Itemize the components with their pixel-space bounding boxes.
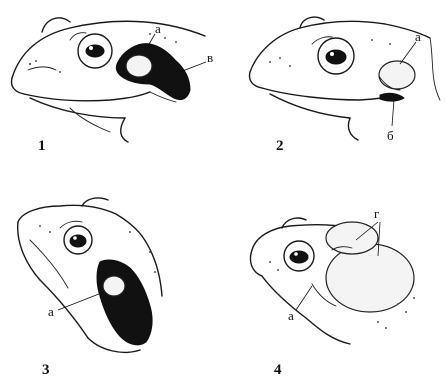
panel-number-1: 1 bbox=[38, 138, 46, 154]
leader-line-v-1 bbox=[180, 62, 206, 72]
panel-number-3: 3 bbox=[42, 362, 50, 378]
frog-head-drawing-4 bbox=[250, 218, 415, 344]
leader-line-a-2 bbox=[400, 42, 416, 64]
label-a-2: а bbox=[415, 29, 421, 44]
label-a-3: а bbox=[48, 304, 54, 319]
label-v-1: в bbox=[207, 50, 213, 65]
leader-line-a-3 bbox=[58, 292, 104, 310]
leader-line-a-4 bbox=[296, 286, 312, 310]
label-a-4: а bbox=[288, 308, 294, 323]
label-b-2: б bbox=[387, 128, 394, 143]
frog-head-drawing-2 bbox=[250, 17, 441, 140]
leader-line-b-2 bbox=[392, 100, 394, 126]
panel-3: а 3 bbox=[18, 198, 162, 378]
panel-1: а в 1 bbox=[12, 18, 214, 154]
panel-2: а б 2 bbox=[250, 17, 441, 154]
panel-number-4: 4 bbox=[274, 362, 282, 378]
panel-4: г а 4 bbox=[250, 206, 415, 378]
frog-head-drawing-1 bbox=[12, 18, 206, 142]
label-a-1: а bbox=[155, 21, 161, 36]
label-g-4: г bbox=[374, 206, 379, 221]
panel-number-2: 2 bbox=[276, 138, 284, 154]
frog-head-drawing-3 bbox=[18, 198, 162, 352]
